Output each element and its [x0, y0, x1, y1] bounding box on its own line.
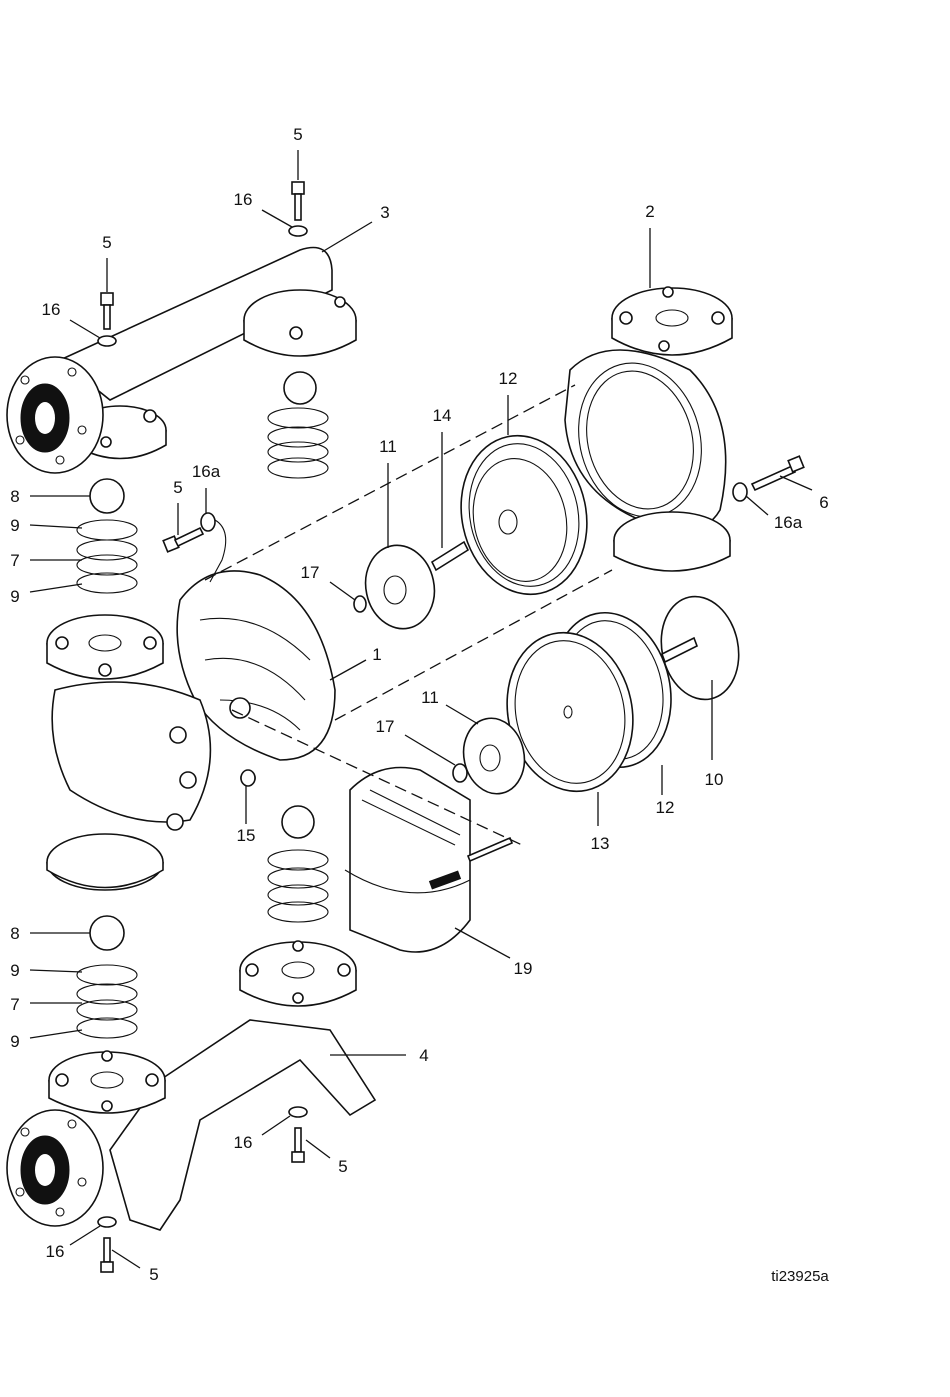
outlet-manifold: [7, 248, 356, 474]
callout-11: 11: [421, 688, 439, 707]
check-ball-upper-right: [268, 372, 328, 478]
callout-3: 3: [380, 203, 389, 222]
diaphragm-shaft: [432, 542, 468, 570]
callout-5: 5: [102, 233, 111, 252]
check-ball-lower-right: [268, 806, 328, 922]
callout-11: 11: [379, 437, 397, 456]
callout-16: 16: [234, 190, 253, 209]
callout-9: 9: [10, 516, 19, 535]
inlet-manifold: [7, 941, 375, 1230]
callout-9: 9: [10, 961, 19, 980]
callout-9: 9: [10, 587, 19, 606]
air-valve-cover: [345, 768, 512, 953]
callout-7: 7: [10, 995, 19, 1014]
callout-2: 2: [645, 202, 654, 221]
callout-5: 5: [149, 1265, 158, 1284]
diaphragm-plate-upper: [354, 539, 442, 635]
callout-1: 1: [372, 645, 381, 664]
callout-12: 12: [656, 798, 675, 817]
callout-8: 8: [10, 487, 19, 506]
bolt-left-top: [98, 293, 116, 346]
callout-16a: 16a: [192, 462, 221, 481]
callout-6: 6: [819, 493, 828, 512]
bolt-right: [733, 456, 804, 501]
callout-16: 16: [234, 1133, 253, 1152]
callout-15: 15: [237, 826, 256, 845]
callout-8: 8: [10, 924, 19, 943]
callout-14: 14: [433, 406, 452, 425]
bolt-top: [289, 182, 307, 236]
drawing-id: ti23925a: [771, 1268, 829, 1285]
callout-5: 5: [173, 478, 182, 497]
bolt-bottom-left: [98, 1217, 116, 1272]
bolt-center-left: [163, 513, 226, 582]
bolt-bottom-right: [289, 1107, 307, 1162]
callout-9: 9: [10, 1032, 19, 1051]
callout-5: 5: [293, 125, 302, 144]
callout-16: 16: [46, 1242, 65, 1261]
callout-7: 7: [10, 551, 19, 570]
callout-10: 10: [705, 770, 724, 789]
callout-13: 13: [591, 834, 610, 853]
callout-17: 17: [376, 717, 395, 736]
callout-16: 16: [42, 300, 61, 319]
callout-16a: 16a: [774, 513, 803, 532]
plug: [241, 770, 255, 786]
callout-19: 19: [514, 959, 533, 978]
callout-17: 17: [301, 563, 320, 582]
callout-12: 12: [499, 369, 518, 388]
check-ball-lower-left: [77, 916, 137, 1038]
callout-4: 4: [419, 1046, 428, 1065]
callout-5: 5: [338, 1157, 347, 1176]
